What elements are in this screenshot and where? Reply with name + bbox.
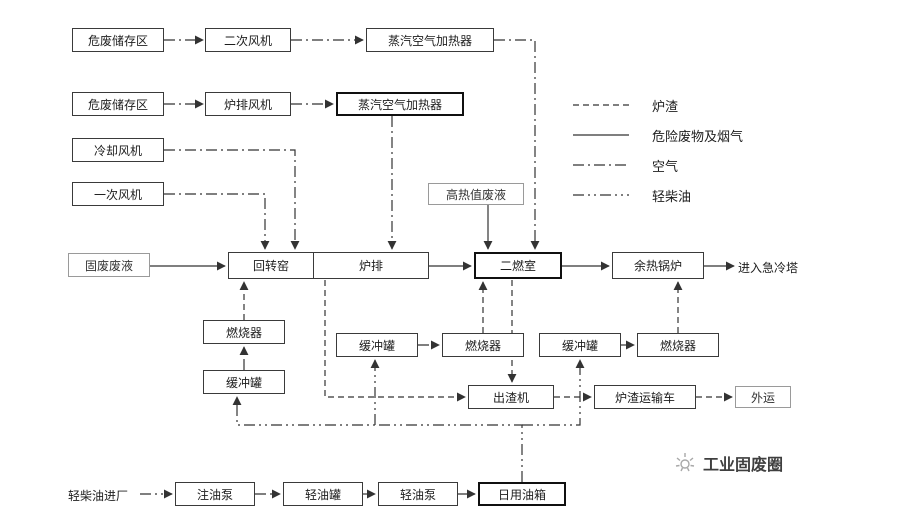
- edge-cooling-fan-rotary-kiln: [164, 149, 300, 250]
- edge-primary-fan-rotary-kiln: [164, 193, 270, 250]
- node-solid-waste-liquid: 固废废液: [68, 253, 150, 277]
- node-slag-transport-truck: 炉渣运输车: [594, 385, 696, 409]
- node-hazardous-waste-storage-2: 危废储存区: [72, 92, 164, 116]
- node-burner-1: 燃烧器: [203, 320, 285, 344]
- legend-label: 空气: [652, 159, 679, 175]
- legend-item-slag: 炉渣: [572, 90, 743, 120]
- label-diesel-inlet: 轻柴油进厂: [68, 489, 129, 503]
- node-grate-fan: 炉排风机: [205, 92, 291, 116]
- solid-line-sample: [573, 134, 629, 136]
- legend-label: 炉渣: [652, 99, 679, 115]
- legend: 炉渣 危险废物及烟气 空气 轻柴油: [572, 90, 743, 210]
- legend-item-diesel: 轻柴油: [572, 180, 743, 210]
- legend-item-waste-fluegas: 危险废物及烟气: [572, 120, 743, 150]
- node-grate: 炉排: [313, 252, 429, 279]
- label-to-quench-tower: 进入急冷塔: [738, 261, 799, 275]
- node-light-oil-tank: 轻油罐: [283, 482, 363, 506]
- dash-dot-line-sample: [573, 164, 629, 166]
- node-waste-heat-boiler: 余热锅炉: [612, 252, 704, 279]
- node-daily-oil-tank: 日用油箱: [478, 482, 566, 506]
- watermark-text: 工业固废圈: [703, 455, 784, 474]
- watermark: 工业固废圈: [672, 450, 783, 476]
- node-oil-injection-pump: 注油泵: [175, 482, 255, 506]
- edge-kiln-slag-machine: [324, 280, 466, 402]
- node-secondary-fan: 二次风机: [205, 28, 291, 52]
- node-secondary-combustion-chamber: 二燃室: [474, 252, 562, 279]
- node-burner-2: 燃烧器: [442, 333, 524, 357]
- sun-icon: [675, 453, 695, 472]
- legend-label: 危险废物及烟气: [652, 129, 744, 145]
- node-hazardous-waste-storage-1: 危废储存区: [72, 28, 164, 52]
- edge-daily-tank-buffer3: [522, 359, 585, 426]
- dashed-line-sample: [573, 104, 629, 106]
- dash-dot-dot-line-sample: [573, 194, 629, 196]
- node-cooling-fan: 冷却风机: [72, 138, 164, 162]
- edge-heater1-secondary-chamber: [494, 39, 540, 250]
- node-outbound-transport: 外运: [735, 386, 791, 408]
- node-burner-3: 燃烧器: [637, 333, 719, 357]
- node-buffer-tank-3: 缓冲罐: [539, 333, 621, 357]
- node-steam-air-heater-2: 蒸汽空气加热器: [336, 92, 464, 116]
- node-primary-fan: 一次风机: [72, 182, 164, 206]
- node-buffer-tank-1: 缓冲罐: [203, 370, 285, 394]
- node-steam-air-heater-1: 蒸汽空气加热器: [366, 28, 494, 52]
- legend-item-air: 空气: [572, 150, 743, 180]
- legend-label: 轻柴油: [652, 189, 692, 205]
- node-rotary-kiln: 回转窑: [228, 252, 314, 279]
- node-buffer-tank-2: 缓冲罐: [336, 333, 418, 357]
- node-light-oil-pump: 轻油泵: [378, 482, 458, 506]
- node-slag-discharge-machine: 出渣机: [468, 385, 554, 409]
- node-high-calorific-waste-liquid: 高热值废液: [428, 183, 524, 205]
- edge-daily-tank-buffer1: [232, 396, 523, 482]
